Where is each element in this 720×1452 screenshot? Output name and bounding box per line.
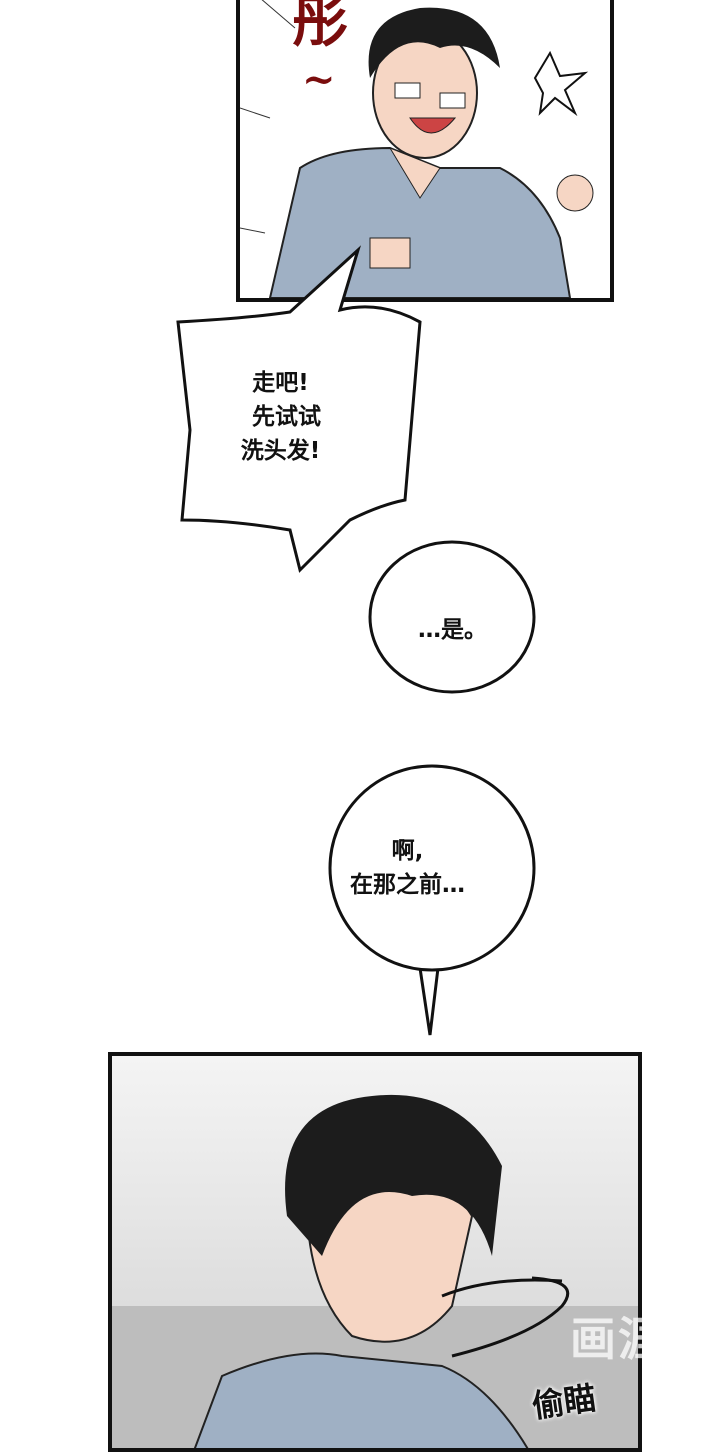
panel-annoyed-guy: 偷瞄 (108, 1052, 642, 1452)
watermark-logo: 画涯 (570, 1312, 666, 1366)
spiky-bubble (176, 245, 422, 573)
character-illustration-1 (240, 0, 594, 298)
watermark-sub: 漫画 (650, 1390, 684, 1410)
bubble-text-2: …是。 (418, 617, 487, 643)
character-illustration-2 (112, 1094, 638, 1448)
bubble-text-3: 啊,在那之前… (350, 838, 465, 898)
sfx-tilde: ~ (302, 56, 336, 103)
panel-cheerful-guy: 彤 ~ (236, 0, 614, 302)
bubble-text-1: 走吧!先试试洗头发! (240, 370, 321, 464)
speech-bubbles (176, 245, 536, 1036)
round-bubble (368, 540, 536, 694)
sfx-peek: 偷瞄 (529, 1378, 599, 1426)
round-bubble-tail (328, 764, 536, 972)
sfx-text: 彤 (292, 0, 348, 55)
